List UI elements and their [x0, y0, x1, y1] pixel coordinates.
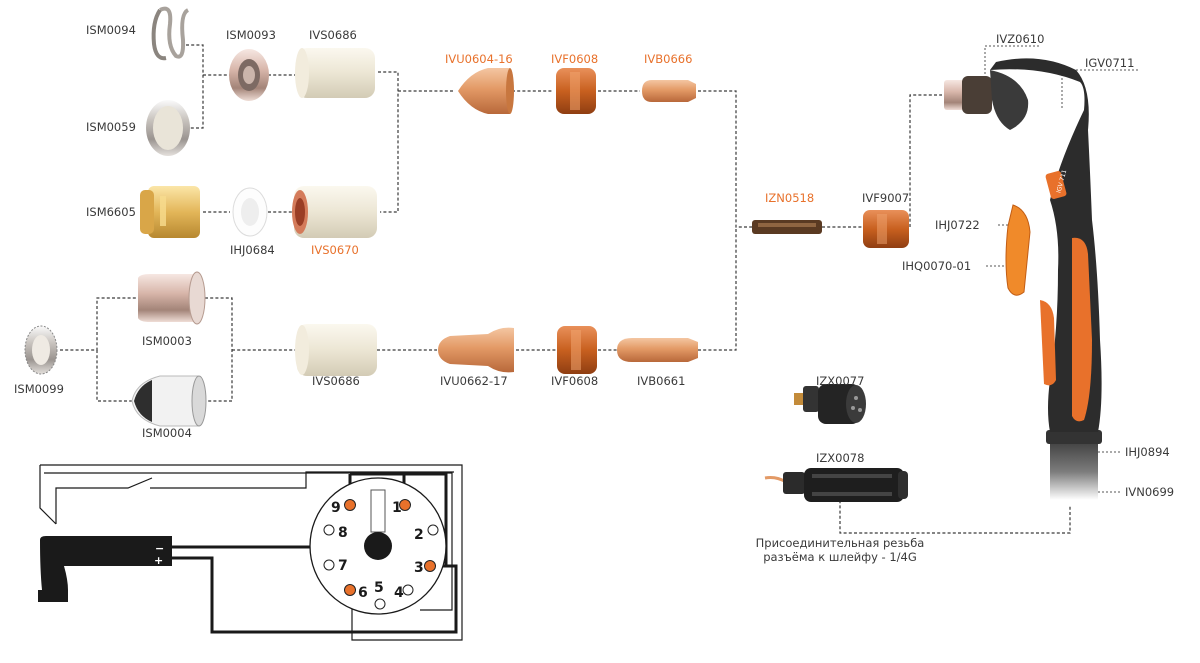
pin-2 [427, 524, 439, 536]
pin-7 [323, 559, 335, 571]
part-ivf0608-top[interactable] [556, 68, 596, 114]
part-ism0059[interactable] [146, 100, 190, 156]
part-ihj0684[interactable] [232, 187, 268, 237]
pin-label-9: 9 [331, 500, 341, 516]
pin-label-5: 5 [374, 580, 384, 596]
part-ivs0686-bot[interactable] [295, 324, 377, 376]
wiring-diagram: − + 9 1 2 3 4 5 6 7 8 [38, 464, 463, 641]
pin-1 [399, 499, 411, 511]
label-ivu0604-16: IVU0604-16 [445, 52, 513, 66]
label-ivf9007: IVF9007 [862, 191, 909, 205]
label-ism0003: ISM0003 [142, 334, 192, 348]
label-ivf0608-top: IVF0608 [551, 52, 598, 66]
label-ivn0699: IVN0699 [1125, 485, 1174, 499]
part-izx0077[interactable] [794, 384, 866, 424]
label-ivs0670: IVS0670 [311, 243, 359, 257]
torch-head-symbol [40, 536, 172, 590]
pin-8 [323, 524, 335, 536]
part-ism0093[interactable] [229, 49, 269, 101]
label-ism0099: ISM0099 [14, 382, 64, 396]
pin-9 [344, 499, 356, 511]
thread-note-line2: разъёма к шлейфу - 1/4G [763, 550, 917, 564]
part-ism0003[interactable] [138, 271, 206, 325]
minus-sign: − [155, 542, 164, 555]
label-ivs0686-bot: IVS0686 [312, 374, 360, 388]
label-ihq0070-01: IHQ0070-01 [902, 259, 971, 273]
part-ism6605[interactable] [140, 186, 200, 238]
label-ism0004: ISM0004 [142, 426, 192, 440]
part-ism0099[interactable] [24, 325, 58, 375]
pin-6 [344, 584, 356, 596]
label-ism0094: ISM0094 [86, 23, 136, 37]
part-ivf9007[interactable] [863, 210, 909, 248]
label-izx0078: IZX0078 [816, 451, 864, 465]
label-igv0711: IGV0711 [1085, 56, 1134, 70]
label-ivu0662-17: IVU0662-17 [440, 374, 508, 388]
pin-label-8: 8 [338, 525, 348, 541]
part-izx0078[interactable] [764, 468, 908, 502]
label-ihj0894: IHJ0894 [1125, 445, 1170, 459]
pin-label-1: 1 [392, 500, 402, 516]
connector-lines [60, 44, 1071, 534]
label-ivf0608-bot: IVF0608 [551, 374, 598, 388]
pin-label-2: 2 [414, 527, 424, 543]
label-izx0077: IZX0077 [816, 374, 864, 388]
part-ivb0666[interactable] [642, 80, 696, 102]
part-ivs0686-top[interactable] [295, 48, 375, 98]
label-ivb0666: IVB0666 [644, 52, 692, 66]
pin-3 [424, 560, 436, 572]
part-ivu0604-16[interactable] [458, 68, 514, 114]
part-ivf0608-bot[interactable] [557, 326, 597, 374]
label-ivs0686-top: IVS0686 [309, 28, 357, 42]
label-izn0518: IZN0518 [765, 191, 814, 205]
center-pin [364, 532, 392, 560]
part-izn0518[interactable] [752, 220, 822, 234]
pin-4 [402, 584, 414, 596]
label-ism0093: ISM0093 [226, 28, 276, 42]
torch-igv0711[interactable]: IGV 711 [944, 58, 1102, 500]
part-ivu0662-17[interactable] [438, 327, 514, 373]
label-ism6605: ISM6605 [86, 205, 136, 219]
label-ivz0610: IVZ0610 [996, 32, 1044, 46]
label-ihj0684: IHJ0684 [230, 243, 275, 257]
label-ivb0661: IVB0661 [637, 374, 685, 388]
pin-label-6: 6 [358, 585, 368, 601]
pin-label-7: 7 [338, 558, 348, 574]
part-labels: ISM0094 ISM0059 ISM6605 ISM0093 IVS0686 … [14, 23, 1174, 564]
part-ism0004[interactable] [131, 375, 207, 427]
thread-note-line1: Присоединительная резьба [756, 536, 925, 550]
pin-label-3: 3 [414, 560, 424, 576]
part-ivs0670[interactable] [292, 186, 377, 238]
pin-label-4: 4 [394, 585, 404, 601]
label-ism0059: ISM0059 [86, 120, 136, 134]
label-ihj0722: IHJ0722 [935, 218, 980, 232]
plus-sign: + [154, 554, 163, 567]
part-ivb0661[interactable] [617, 338, 698, 362]
pin-5 [374, 598, 386, 610]
part-ism0094[interactable] [151, 6, 190, 61]
